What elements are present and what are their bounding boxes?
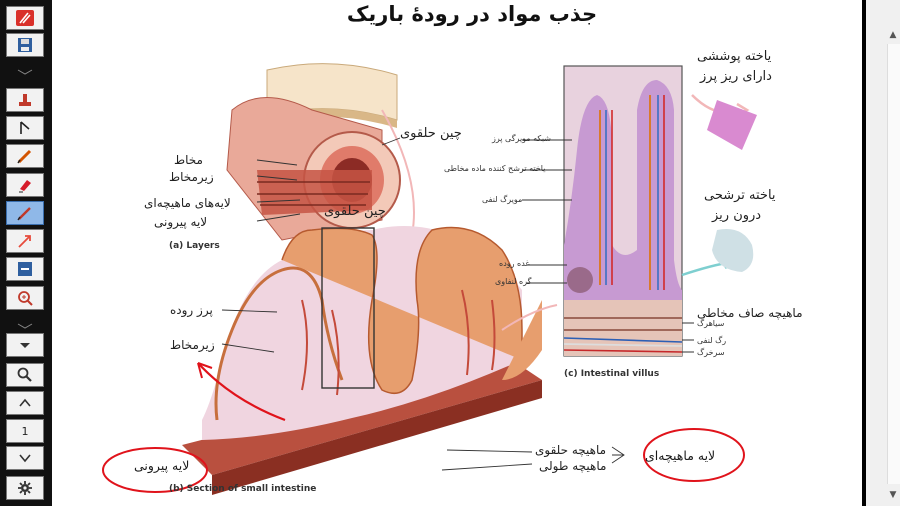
search-icon[interactable] [6,363,44,387]
highlighter-tool-icon[interactable] [6,173,44,197]
label-intestinal-gland: غده روده [499,259,530,268]
stamp-tool-icon[interactable] [6,88,44,112]
intestinal-villus-diagram [501,65,757,357]
intestine-illustration [102,63,757,495]
scroll-up-arrow-icon[interactable]: ▲ [889,30,897,40]
caption-villus: (c) Intestinal villus [564,369,660,379]
label-endocrine-cell-line2: درون ریز [712,208,762,223]
presentation-toolbar: 1 [0,0,52,506]
page-down-icon[interactable] [6,446,44,470]
label-longitudinal-muscle: ماهیچه طولی [539,459,607,473]
red-annotations [102,362,745,493]
label-villus-capillary: شبکه مویرگی پرز [492,134,551,143]
label-muscle-layers: لایه‌های ماهیچه‌ای [144,196,231,210]
label-epithelial-cell: یاخته پوششی [697,49,772,64]
slide-title: جذب مواد در رودهٔ باریک [346,2,598,26]
slide-canvas: جذب مواد در رودهٔ باریک چین حلقوی مخاط ز… [52,0,862,506]
label-lacteal: مویرگ لنفی [482,195,523,204]
label-serosa-bottom: لایه پیرونی [134,458,190,473]
label-villus: پرز روده [170,303,213,317]
label-venule: سیاهرگ [697,319,725,328]
small-intestine-section [182,226,542,495]
label-muscle-layer: لایه ماهیچه‌ای [645,448,716,463]
page-up-icon[interactable] [6,391,44,415]
pointer-tool-icon[interactable] [6,116,44,140]
label-muscularis-mucosae: ماهیچه صاف مخاطی [697,306,803,320]
label-lymph-node: گره لنفاوی [495,277,532,286]
label-submucosa: زیرمخاط [170,338,215,352]
zoom-in-icon[interactable] [6,286,44,310]
label-serosa-top: لایه پیرونی [154,215,208,229]
label-circular-fold-mid: چین حلقوی [324,204,386,219]
label-circular-fold-top: چین حلقوی [400,126,462,141]
label-circular-muscle: ماهیچه حلقوی [535,443,607,457]
label-mucosa: مخاط [174,153,203,167]
label-epithelial-cell-line2: دارای ریز پرز [700,69,772,84]
intestine-layers-diagram [226,63,415,241]
toolbar-expand-chevron[interactable] [8,314,42,329]
page-number: 1 [21,424,29,438]
settings-gear-icon[interactable] [6,476,44,500]
arrow-tool-icon[interactable] [6,229,44,253]
app-logo-icon[interactable] [6,6,44,30]
pencil-tool-icon[interactable] [6,144,44,168]
label-endocrine-cell: یاخته ترشحی [704,188,776,203]
label-submucosa-top: زیرمخاط [169,170,214,184]
label-lymph-vessel: رگ لنفی [697,336,727,345]
caption-layers: (a) Layers [169,241,220,251]
page-number-display: 1 [6,419,44,443]
leader-lines [221,137,694,471]
slide-frame-edge [862,0,866,506]
label-mucus-cell: یاخته ترشح کننده ماده مخاطی [444,164,546,173]
scroll-thumb[interactable] [887,44,900,484]
minus-box-icon[interactable] [6,257,44,281]
save-icon[interactable] [6,33,44,57]
caption-section: (b) Section of small intestine [169,484,317,494]
pen-tool-icon[interactable] [6,201,44,225]
toolbar-collapse-chevron[interactable] [8,60,42,75]
label-arteriole: سرخرگ [697,348,725,357]
vertical-scrollbar[interactable]: ▲ ▼ [866,0,900,506]
scroll-down-arrow-icon[interactable]: ▼ [889,490,897,500]
dropdown-arrow-icon[interactable] [6,333,44,357]
